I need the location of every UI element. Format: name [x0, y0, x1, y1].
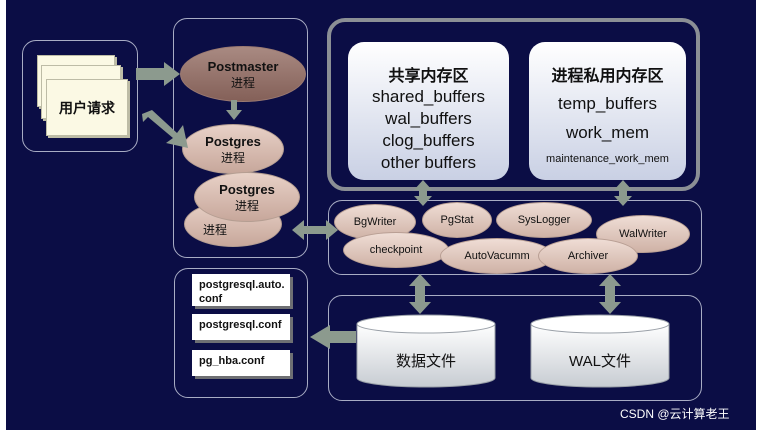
syslogger-process: SysLogger — [496, 202, 592, 238]
work-mem-label: work_mem — [565, 123, 650, 142]
postgres-subtitle: 进程 — [203, 223, 228, 237]
private-memory-background-arrow — [614, 180, 632, 206]
postgres-title: Postgres — [219, 182, 275, 197]
shared-memory-title: 共享内存区 — [388, 68, 469, 85]
postgres-subtitle: 进程 — [220, 151, 245, 165]
data-files-label: 数据文件 — [395, 353, 456, 370]
wal-files-cylinder: WAL文件 — [530, 314, 670, 388]
postgres-background-arrow — [292, 220, 338, 240]
watermark: CSDN @云计算老王 — [620, 407, 730, 421]
maintenance-work-mem-label: maintenance_work_mem — [546, 153, 669, 165]
postgres-process-2: Postgres 进程 — [194, 172, 300, 222]
pgstat-process: PgStat — [422, 202, 492, 238]
wal-buffers-label: wal_buffers — [385, 109, 472, 128]
postgres-subtitle: 进程 — [234, 199, 259, 213]
postmaster-subtitle: 进程 — [230, 76, 255, 90]
shared-buffers-label: shared_buffers — [371, 87, 486, 106]
request-postgres-arrow — [142, 110, 188, 148]
postmaster-title: Postmaster — [207, 59, 279, 74]
user-request-label: 用户请求 — [59, 99, 115, 116]
shared-memory-box: 共享内存区 shared_buffers wal_buffers clog_bu… — [348, 42, 509, 180]
private-memory-title: 进程私用内存区 — [551, 68, 664, 85]
client-panel — [22, 40, 138, 152]
background-datafiles-arrow — [409, 274, 431, 314]
request-to-postmaster-arrow — [136, 62, 180, 86]
clog-buffers-label: clog_buffers — [382, 131, 475, 150]
postgres-process-1: Postgres 进程 — [182, 124, 284, 174]
postgres-title: Postgres — [205, 134, 261, 149]
other-buffers-label: other buffers — [380, 153, 477, 172]
autovacuum-process: AutoVacumm — [440, 238, 554, 274]
wal-files-label: WAL文件 — [569, 353, 631, 370]
private-memory-box: 进程私用内存区 temp_buffers work_mem maintenanc… — [529, 42, 686, 180]
background-walfiles-arrow — [599, 274, 621, 314]
postmaster-to-postgres-arrow — [226, 100, 242, 120]
temp-buffers-label: temp_buffers — [558, 94, 657, 113]
postgresql-conf-file: postgresql.conf — [192, 314, 290, 340]
shared-memory-background-arrow — [414, 180, 432, 206]
cylinder-icon — [356, 314, 496, 388]
checkpoint-process: checkpoint — [343, 232, 449, 268]
postmaster-process: Postmaster 进程 — [180, 46, 306, 102]
data-files-cylinder: 数据文件 — [356, 314, 496, 388]
archiver-process: Archiver — [538, 238, 638, 274]
postgresql-auto-conf-file: postgresql.auto. conf — [192, 274, 290, 306]
cylinder-icon — [530, 314, 670, 388]
pg-hba-conf-file: pg_hba.conf — [192, 350, 290, 376]
config-panel — [174, 268, 308, 398]
memory-panel — [327, 18, 700, 191]
datafiles-to-config-arrow — [310, 325, 356, 349]
user-request-page: 用户请求 — [46, 79, 128, 136]
